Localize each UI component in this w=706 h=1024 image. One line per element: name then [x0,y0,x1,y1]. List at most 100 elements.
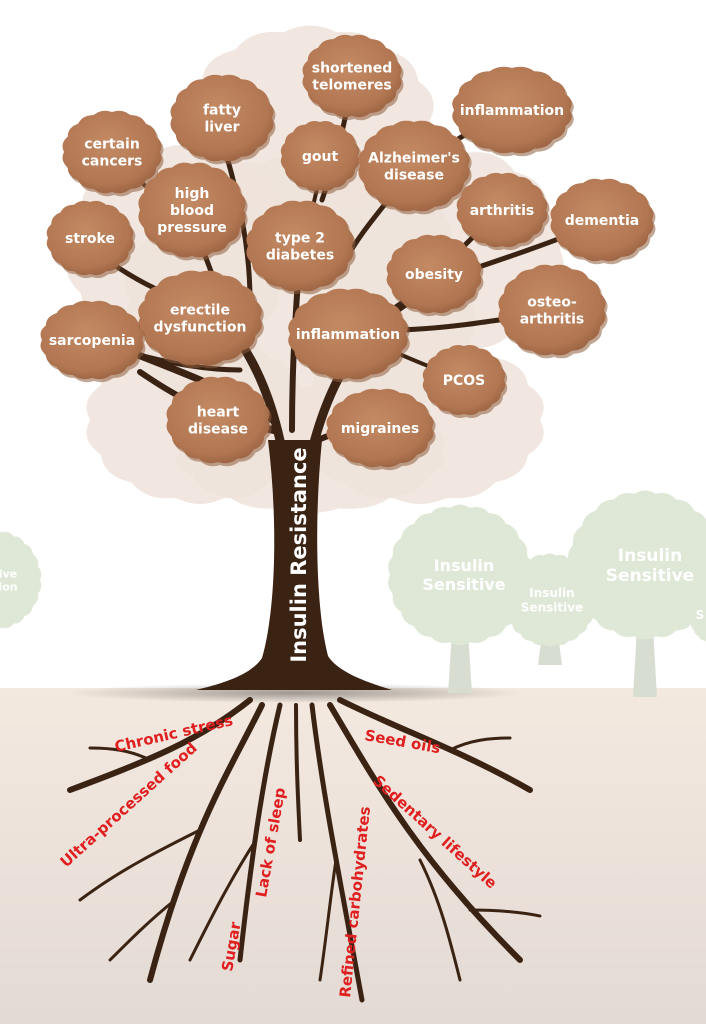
condition-osteoarthritis: osteo-arthritis [498,264,608,359]
condition-label: Alzheimer's [368,151,460,167]
trunk [196,440,392,690]
root-seed-oils [337,697,533,793]
condition-label: telomeres [312,78,391,94]
condition-label: blood [170,203,214,219]
condition-label: dysfunction [154,320,247,336]
condition-dementia: dementia [550,178,656,265]
condition-label: erectile [170,303,230,319]
background-tree-label: Sensitive [521,600,583,614]
condition-blob [138,270,262,366]
condition-label: shortened [312,61,393,77]
condition-stroke: stroke [46,200,136,279]
root-sleep [237,702,283,963]
condition-blob [46,200,134,276]
condition-label: disease [384,168,444,184]
root-upf-twig-2 [108,898,177,962]
background-tree-crown [0,531,42,629]
condition-blob [138,162,246,258]
trunk-label: Insulin Resistance [287,447,311,662]
condition-inflammation-mid: inflammation [288,288,410,383]
background-tree-label: ion [0,580,18,593]
condition-blob [166,376,270,464]
condition-label: type 2 [275,231,325,247]
condition-label: diabetes [266,248,334,264]
condition-label: arthritis [520,312,585,328]
condition-blob [288,288,408,380]
background-tree-trunk [633,627,657,697]
condition-label: inflammation [460,103,564,119]
condition-blob [456,172,548,248]
background-tree-crown [568,490,706,640]
condition-blob [550,178,654,262]
condition-blob [452,66,572,154]
root-refined-twig [318,858,338,982]
background-tree-label: Sensitive [606,566,694,586]
condition-label: dementia [565,213,640,229]
root-sleep-twig [188,838,258,962]
condition-blob [280,121,360,191]
background-tree-label: S [696,608,705,622]
root-sedentary [327,702,523,963]
root-center [294,703,302,842]
condition-label: cancers [82,154,143,170]
background-tree-crown [388,504,532,646]
root-sedentary-twig-2 [468,908,542,918]
condition-blob [386,234,482,314]
condition-sarcopenia: sarcopenia [40,300,146,383]
condition-label: inflammation [296,327,400,343]
condition-blob [246,200,354,292]
condition-label: obesity [405,267,463,283]
background-tree-crown [689,588,706,642]
condition-label: migraines [341,421,419,437]
condition-label: osteo- [527,295,577,311]
condition-blob [40,300,144,380]
condition-label: fatty [203,103,241,119]
condition-blob [170,74,274,162]
background-tree-right-partial: S [689,588,706,642]
condition-label: stroke [65,231,115,247]
root-chronic-stress [67,697,253,793]
condition-blob [358,120,470,212]
condition-label: pressure [157,220,226,236]
condition-arthritis: arthritis [456,172,550,251]
tree-roots [67,697,542,1003]
condition-label: sarcopenia [49,333,135,349]
condition-blob [302,34,402,118]
root-chronic-stress-twig [88,746,152,762]
condition-label: gout [302,149,339,165]
condition-obesity: obesity [386,234,484,317]
background-tree-label: Insulin [618,546,682,566]
root-refined [309,702,365,1003]
condition-inflammation-top: inflammation [452,66,574,157]
condition-label: disease [188,422,248,438]
background-tree-trunk [448,633,472,693]
trunk-ground-shadow [65,683,525,703]
condition-label: heart [197,405,240,421]
condition-label: certain [84,137,140,153]
condition-label: arthritis [470,203,535,219]
root-upf-twig-1 [78,828,202,902]
condition-gout: gout [280,121,362,194]
root-upf [147,702,265,983]
condition-blob [62,110,162,194]
condition-blob [422,345,506,415]
condition-label: liver [204,120,239,136]
condition-label: high [175,186,210,202]
background-tree-label: Insulin [529,586,574,600]
background-tree-label: Insulin [434,556,495,575]
root-sedentary-twig-1 [418,858,462,982]
condition-migraines: migraines [326,388,436,471]
condition-blob [326,388,434,468]
